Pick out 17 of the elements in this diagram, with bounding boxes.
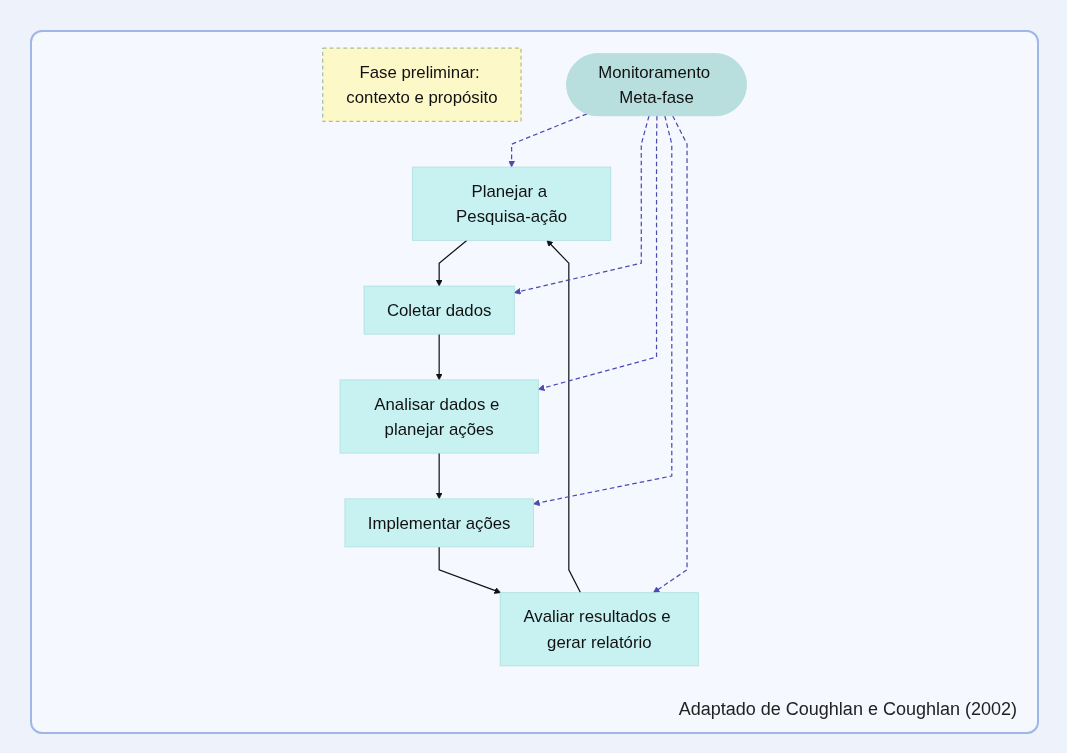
node-box: Coletar dados	[363, 285, 515, 335]
arrow	[653, 115, 688, 593]
node-box: Planejar a Pesquisa-ação	[412, 166, 612, 241]
arrow	[538, 115, 658, 391]
arrow	[438, 546, 502, 594]
node-box: Fase preliminar: contexto e propósito	[322, 47, 522, 122]
arrow	[508, 113, 588, 168]
node-box: Avaliar resultados e gerar relatório	[499, 592, 699, 667]
source-note: Adaptado de Coughlan e Coughlan (2002)	[678, 699, 1017, 720]
arrow	[533, 115, 673, 506]
arrow	[546, 240, 582, 594]
arrow	[514, 115, 650, 295]
node-box: Analisar dados e planejar ações	[339, 379, 539, 454]
arrow	[435, 452, 443, 500]
arrow	[435, 333, 443, 381]
arrow	[435, 239, 468, 287]
node-box: Implementar ações	[344, 498, 534, 548]
